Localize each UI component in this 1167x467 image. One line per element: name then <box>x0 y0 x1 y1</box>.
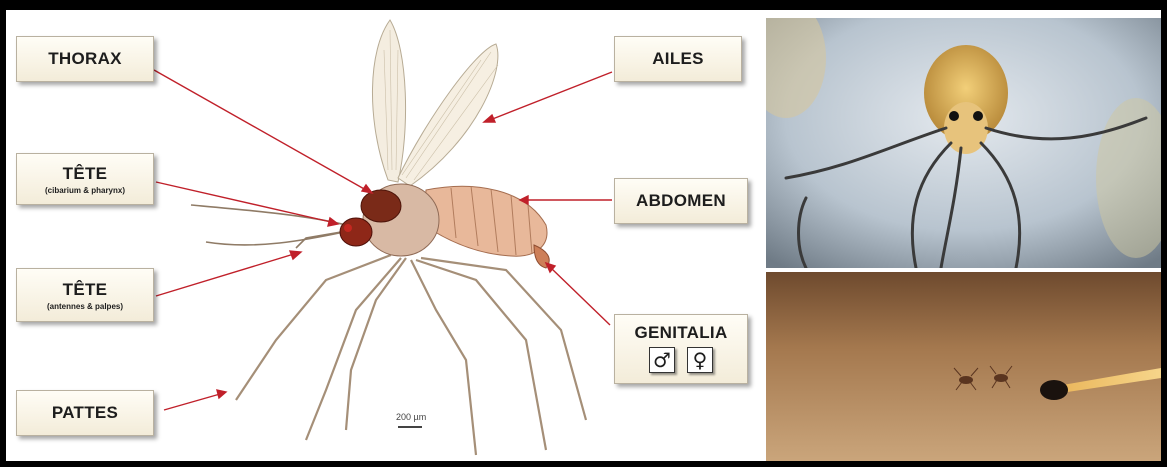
label-pattes: PATTES <box>16 390 154 436</box>
label-tete-cibarium: TÊTE (cibarium & pharynx) <box>16 153 154 205</box>
scale-bar-label: 200 µm <box>396 412 426 422</box>
male-symbol-icon: ♂ <box>649 347 675 373</box>
label-abdomen-text: ABDOMEN <box>636 191 726 211</box>
head-body <box>340 218 372 246</box>
wing-right <box>398 44 498 186</box>
label-pattes-text: PATTES <box>52 403 118 423</box>
label-tete-cibarium-text: TÊTE <box>63 164 108 184</box>
wing-left <box>372 20 405 182</box>
photo-sandflies-with-match <box>766 272 1161 461</box>
antennae <box>191 205 346 248</box>
label-tete-antennes-text: TÊTE <box>63 280 108 300</box>
label-tete-cibarium-sub: (cibarium & pharynx) <box>45 186 125 195</box>
label-genitalia: GENITALIA ♂ ♀ <box>614 314 748 384</box>
female-symbol-icon: ♀ <box>687 347 713 373</box>
label-tete-antennes-sub: (antennes & palpes) <box>47 302 123 311</box>
photo-sandfly-closeup <box>766 18 1161 268</box>
label-tete-antennes: TÊTE (antennes & palpes) <box>16 268 154 322</box>
scale-bar <box>398 426 422 428</box>
label-thorax-text: THORAX <box>48 49 122 69</box>
label-thorax: THORAX <box>16 36 154 82</box>
label-ailes-text: AILES <box>652 49 704 69</box>
sandfly-illustration-panel: THORAX AILES TÊTE (cibarium & pharynx) A… <box>6 10 764 461</box>
legs <box>236 255 586 455</box>
label-genitalia-text: GENITALIA <box>634 323 727 343</box>
label-abdomen: ABDOMEN <box>614 178 748 224</box>
label-ailes: AILES <box>614 36 742 82</box>
